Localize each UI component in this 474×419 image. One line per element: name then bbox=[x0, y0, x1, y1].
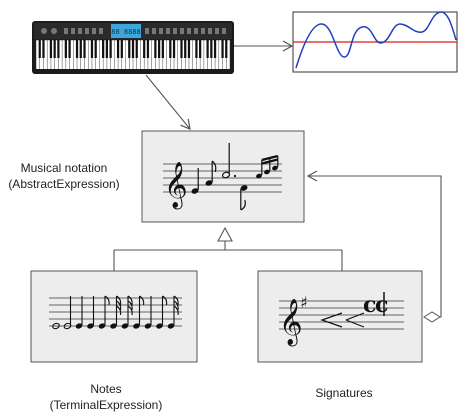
signal-curve bbox=[295, 11, 457, 69]
notes-label-line1: Notes bbox=[90, 382, 122, 396]
musical-notation-label-line1: Musical notation bbox=[20, 161, 108, 175]
signatures-label: Signatures bbox=[296, 385, 392, 401]
musical-notation-label: Musical notation (AbstractExpression) bbox=[2, 160, 126, 192]
keyboard-display-text: 88 8888 bbox=[111, 28, 141, 36]
waveform-icon bbox=[292, 11, 458, 73]
notes-label-line2: (TerminalExpression) bbox=[49, 398, 163, 412]
inheritance-lines bbox=[113, 241, 343, 271]
treble-clef-icon: 𝄞 bbox=[164, 162, 188, 210]
crescendo-icon bbox=[345, 312, 365, 328]
sharp-icon: ♯ bbox=[300, 293, 308, 312]
notes-label: Notes (TerminalExpression) bbox=[44, 381, 168, 413]
svg-text:c: c bbox=[363, 292, 376, 318]
musical-notation-label-line2: (AbstractExpression) bbox=[8, 177, 120, 191]
signatures-box: 𝄞 ♯ c c bbox=[257, 270, 423, 363]
keyboard-display bbox=[111, 24, 141, 38]
arrow-keyboard-to-notation bbox=[145, 74, 191, 130]
treble-clef-icon: 𝄞 bbox=[279, 299, 303, 347]
signatures-label-line1: Signatures bbox=[315, 386, 373, 400]
musical-notation-box: 𝄞 bbox=[141, 130, 305, 223]
generalization-triangle bbox=[217, 226, 233, 242]
decrescendo-icon bbox=[320, 312, 343, 328]
common-time-icon: c c bbox=[363, 292, 388, 318]
aggregation-diamond bbox=[423, 311, 441, 323]
svg-text:c: c bbox=[375, 292, 388, 318]
notes-box bbox=[30, 270, 198, 363]
keyboard-icon: 88 8888 bbox=[32, 21, 234, 74]
